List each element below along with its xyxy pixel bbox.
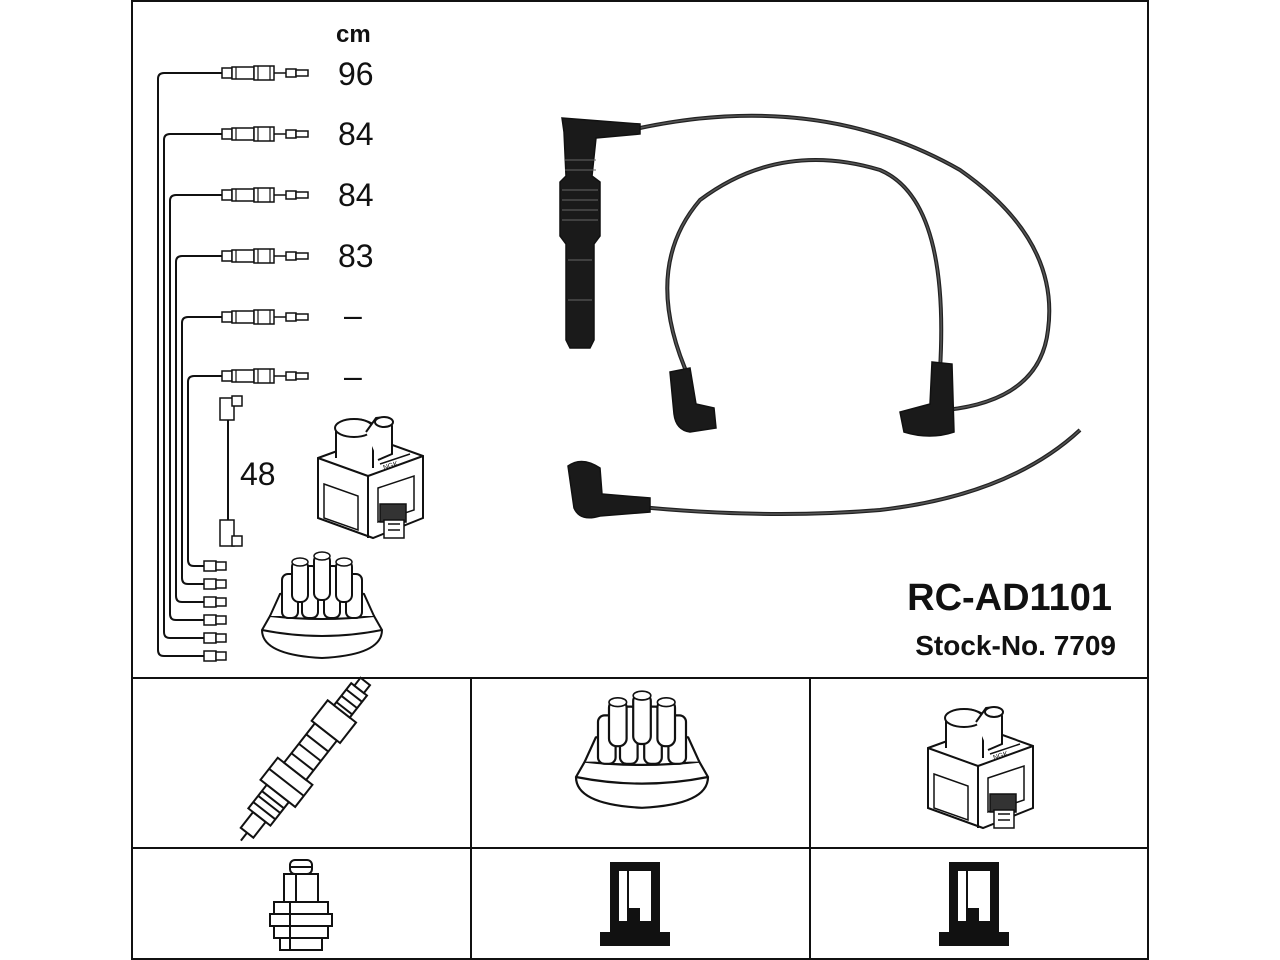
cap-end-connector-4: [203, 614, 227, 626]
lead-connector-2: [221, 126, 309, 142]
outer-frame: [131, 0, 1149, 960]
lead-length-1: 96: [338, 56, 374, 92]
product-code: RC-AD1101: [907, 577, 1112, 619]
coil-terminal-icon: [939, 862, 1009, 946]
cap-end-connector-6: [203, 650, 227, 662]
lead-connector-1: [221, 65, 309, 81]
lead-length-2: 84: [338, 116, 374, 152]
ignition-coil-icon: [317, 416, 424, 539]
lead-length-5: –: [344, 297, 362, 333]
spark-plug-terminal-icon: [269, 859, 333, 951]
lead-connector-6: [221, 368, 309, 384]
cap-end-connector-1: [203, 560, 227, 572]
lead-schematic: [157, 72, 229, 657]
ignition-coil-large-icon: [927, 706, 1034, 829]
coil-lead-length: 48: [240, 456, 276, 492]
distributor-cap-large-icon: [574, 690, 710, 809]
distributor-cap-icon: [261, 551, 383, 659]
lead-length-4: 83: [338, 238, 374, 274]
coil-lead-connectors: [219, 395, 243, 547]
lead-length-6: –: [344, 358, 362, 394]
unit-label: cm: [336, 21, 371, 48]
distributor-terminal-icon: [600, 862, 670, 946]
lead-connector-4: [221, 248, 309, 264]
lead-connector-5: [221, 309, 309, 325]
lead-connector-3: [221, 187, 309, 203]
lead-length-3: 84: [338, 177, 374, 213]
cap-end-connector-2: [203, 578, 227, 590]
cap-end-connector-5: [203, 632, 227, 644]
spark-plug-icon: [239, 676, 372, 842]
stock-number: Stock-No. 7709: [915, 630, 1116, 661]
cable-set-illustration: [559, 113, 1082, 519]
cap-end-connector-3: [203, 596, 227, 608]
